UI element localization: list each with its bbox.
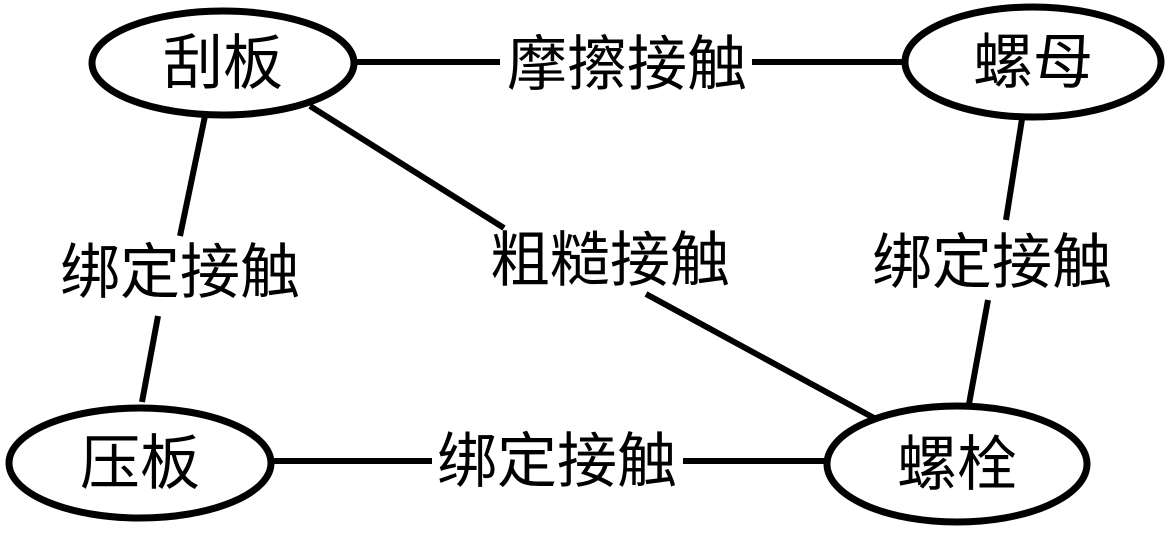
node-guaban-label: 刮板 <box>163 31 283 97</box>
node-yaban-label: 压板 <box>80 431 200 497</box>
node-luomu: 螺母 <box>901 3 1165 121</box>
edge-label-bangdingjiechu-bottom: 绑定接触 <box>437 429 677 495</box>
edge-guaban-luoshuan-line-top <box>308 103 506 231</box>
edge-label-mocajiechu: 摩擦接触 <box>507 32 747 98</box>
edge-label-bangdingjiechu-right: 绑定接触 <box>872 230 1112 296</box>
edge-guaban-yaban: 绑定接触 <box>60 115 300 403</box>
edge-label-bangdingjiechu-left: 绑定接触 <box>60 240 300 306</box>
node-luoshuan-ellipse <box>823 402 1091 526</box>
node-luomu-ellipse <box>901 3 1165 121</box>
edge-yaban-luoshuan: 绑定接触 <box>270 429 828 495</box>
node-luomu-label: 螺母 <box>973 30 1093 96</box>
edge-luomu-luoshuan-line-top <box>1003 118 1025 221</box>
edge-guaban-luomu: 摩擦接触 <box>352 32 907 98</box>
node-luoshuan-label: 螺栓 <box>897 432 1017 498</box>
node-luoshuan: 螺栓 <box>823 402 1091 526</box>
node-yaban: 压板 <box>5 404 275 522</box>
edge-luomu-luoshuan: 绑定接触 <box>872 118 1112 405</box>
edge-guaban-yaban-line-bottom <box>139 315 161 403</box>
node-guaban-ellipse <box>88 7 358 119</box>
edge-luomu-luoshuan-line-bottom <box>966 299 991 405</box>
edge-guaban-luoshuan: 粗糙接触 <box>308 103 876 421</box>
edge-label-cucaojiechu: 粗糙接触 <box>490 228 730 294</box>
edge-guaban-luoshuan-line-bottom <box>644 291 876 421</box>
edge-guaban-yaban-line-top <box>177 115 208 237</box>
node-guaban: 刮板 <box>88 7 358 119</box>
node-yaban-ellipse <box>5 404 275 522</box>
